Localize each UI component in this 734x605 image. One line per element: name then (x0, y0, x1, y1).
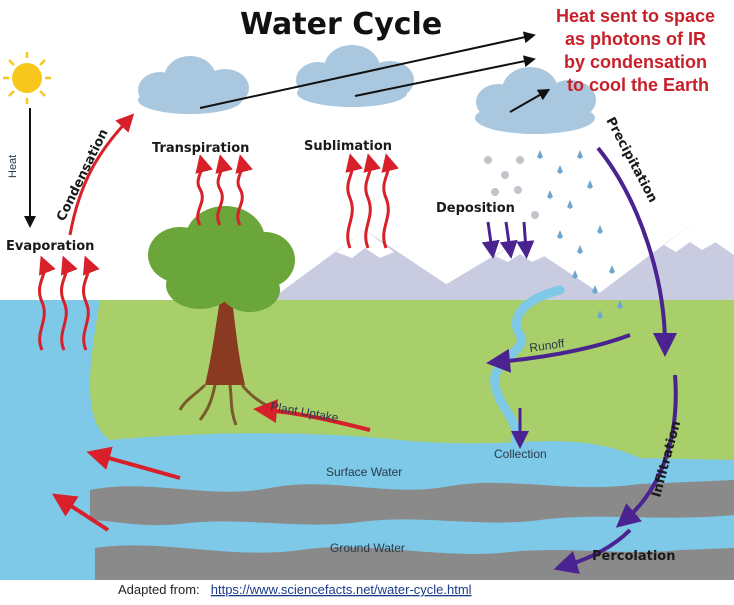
mountains (270, 225, 734, 300)
transpiration-label: Transpiration (152, 141, 249, 156)
deposition-label: Deposition (436, 201, 515, 216)
evaporation-arrows (38, 255, 100, 351)
condensation-label: Condensation (54, 127, 112, 224)
collection-label: Collection (494, 447, 547, 461)
plant-uptake-arrow (253, 399, 371, 432)
rain-drops (537, 150, 623, 319)
ground-evaporation-arrow (51, 493, 110, 532)
runoff-arrow (486, 333, 631, 373)
precipitation-arrow (596, 146, 677, 357)
sublimation-arrows (345, 153, 399, 249)
source-credit: Adapted from: https://www.sciencefacts.n… (118, 579, 472, 598)
surface-water-label: Surface Water (326, 465, 402, 479)
land (90, 300, 734, 460)
heat-label: Heat (7, 155, 19, 178)
cloud-icon (475, 67, 596, 134)
snowflake-icon (484, 156, 539, 219)
condensation-arrow (68, 113, 135, 236)
precipitation-label: Precipitation (602, 115, 660, 206)
cloud-icon (296, 45, 414, 107)
source-link[interactable]: https://www.sciencefacts.net/water-cycle… (211, 582, 472, 597)
tree-icon (148, 206, 295, 426)
deposition-arrows (481, 221, 535, 259)
sublimation-label: Sublimation (304, 139, 392, 154)
ground-water-label: Ground Water (330, 541, 405, 555)
river (490, 285, 565, 445)
percolation-label: Percolation (592, 549, 675, 564)
ir-arrow-1 (199, 31, 536, 109)
rock-layer-upper (90, 480, 734, 526)
percolation-arrow (553, 528, 632, 575)
diagram-title: Water Cycle (240, 7, 442, 42)
surface-evaporation-arrow (86, 446, 181, 480)
transpiration-arrows (195, 154, 253, 226)
ir-arrow-3 (509, 89, 551, 113)
infiltration-arrow (615, 374, 678, 528)
sun-icon (3, 52, 51, 104)
cloud-icon (138, 56, 249, 114)
runoff-label: Runoff (528, 336, 565, 355)
ir-arrow-2 (354, 55, 536, 97)
evaporation-label: Evaporation (6, 239, 94, 254)
heat-note: Heat sent to space as photons of IR by c… (556, 6, 720, 95)
